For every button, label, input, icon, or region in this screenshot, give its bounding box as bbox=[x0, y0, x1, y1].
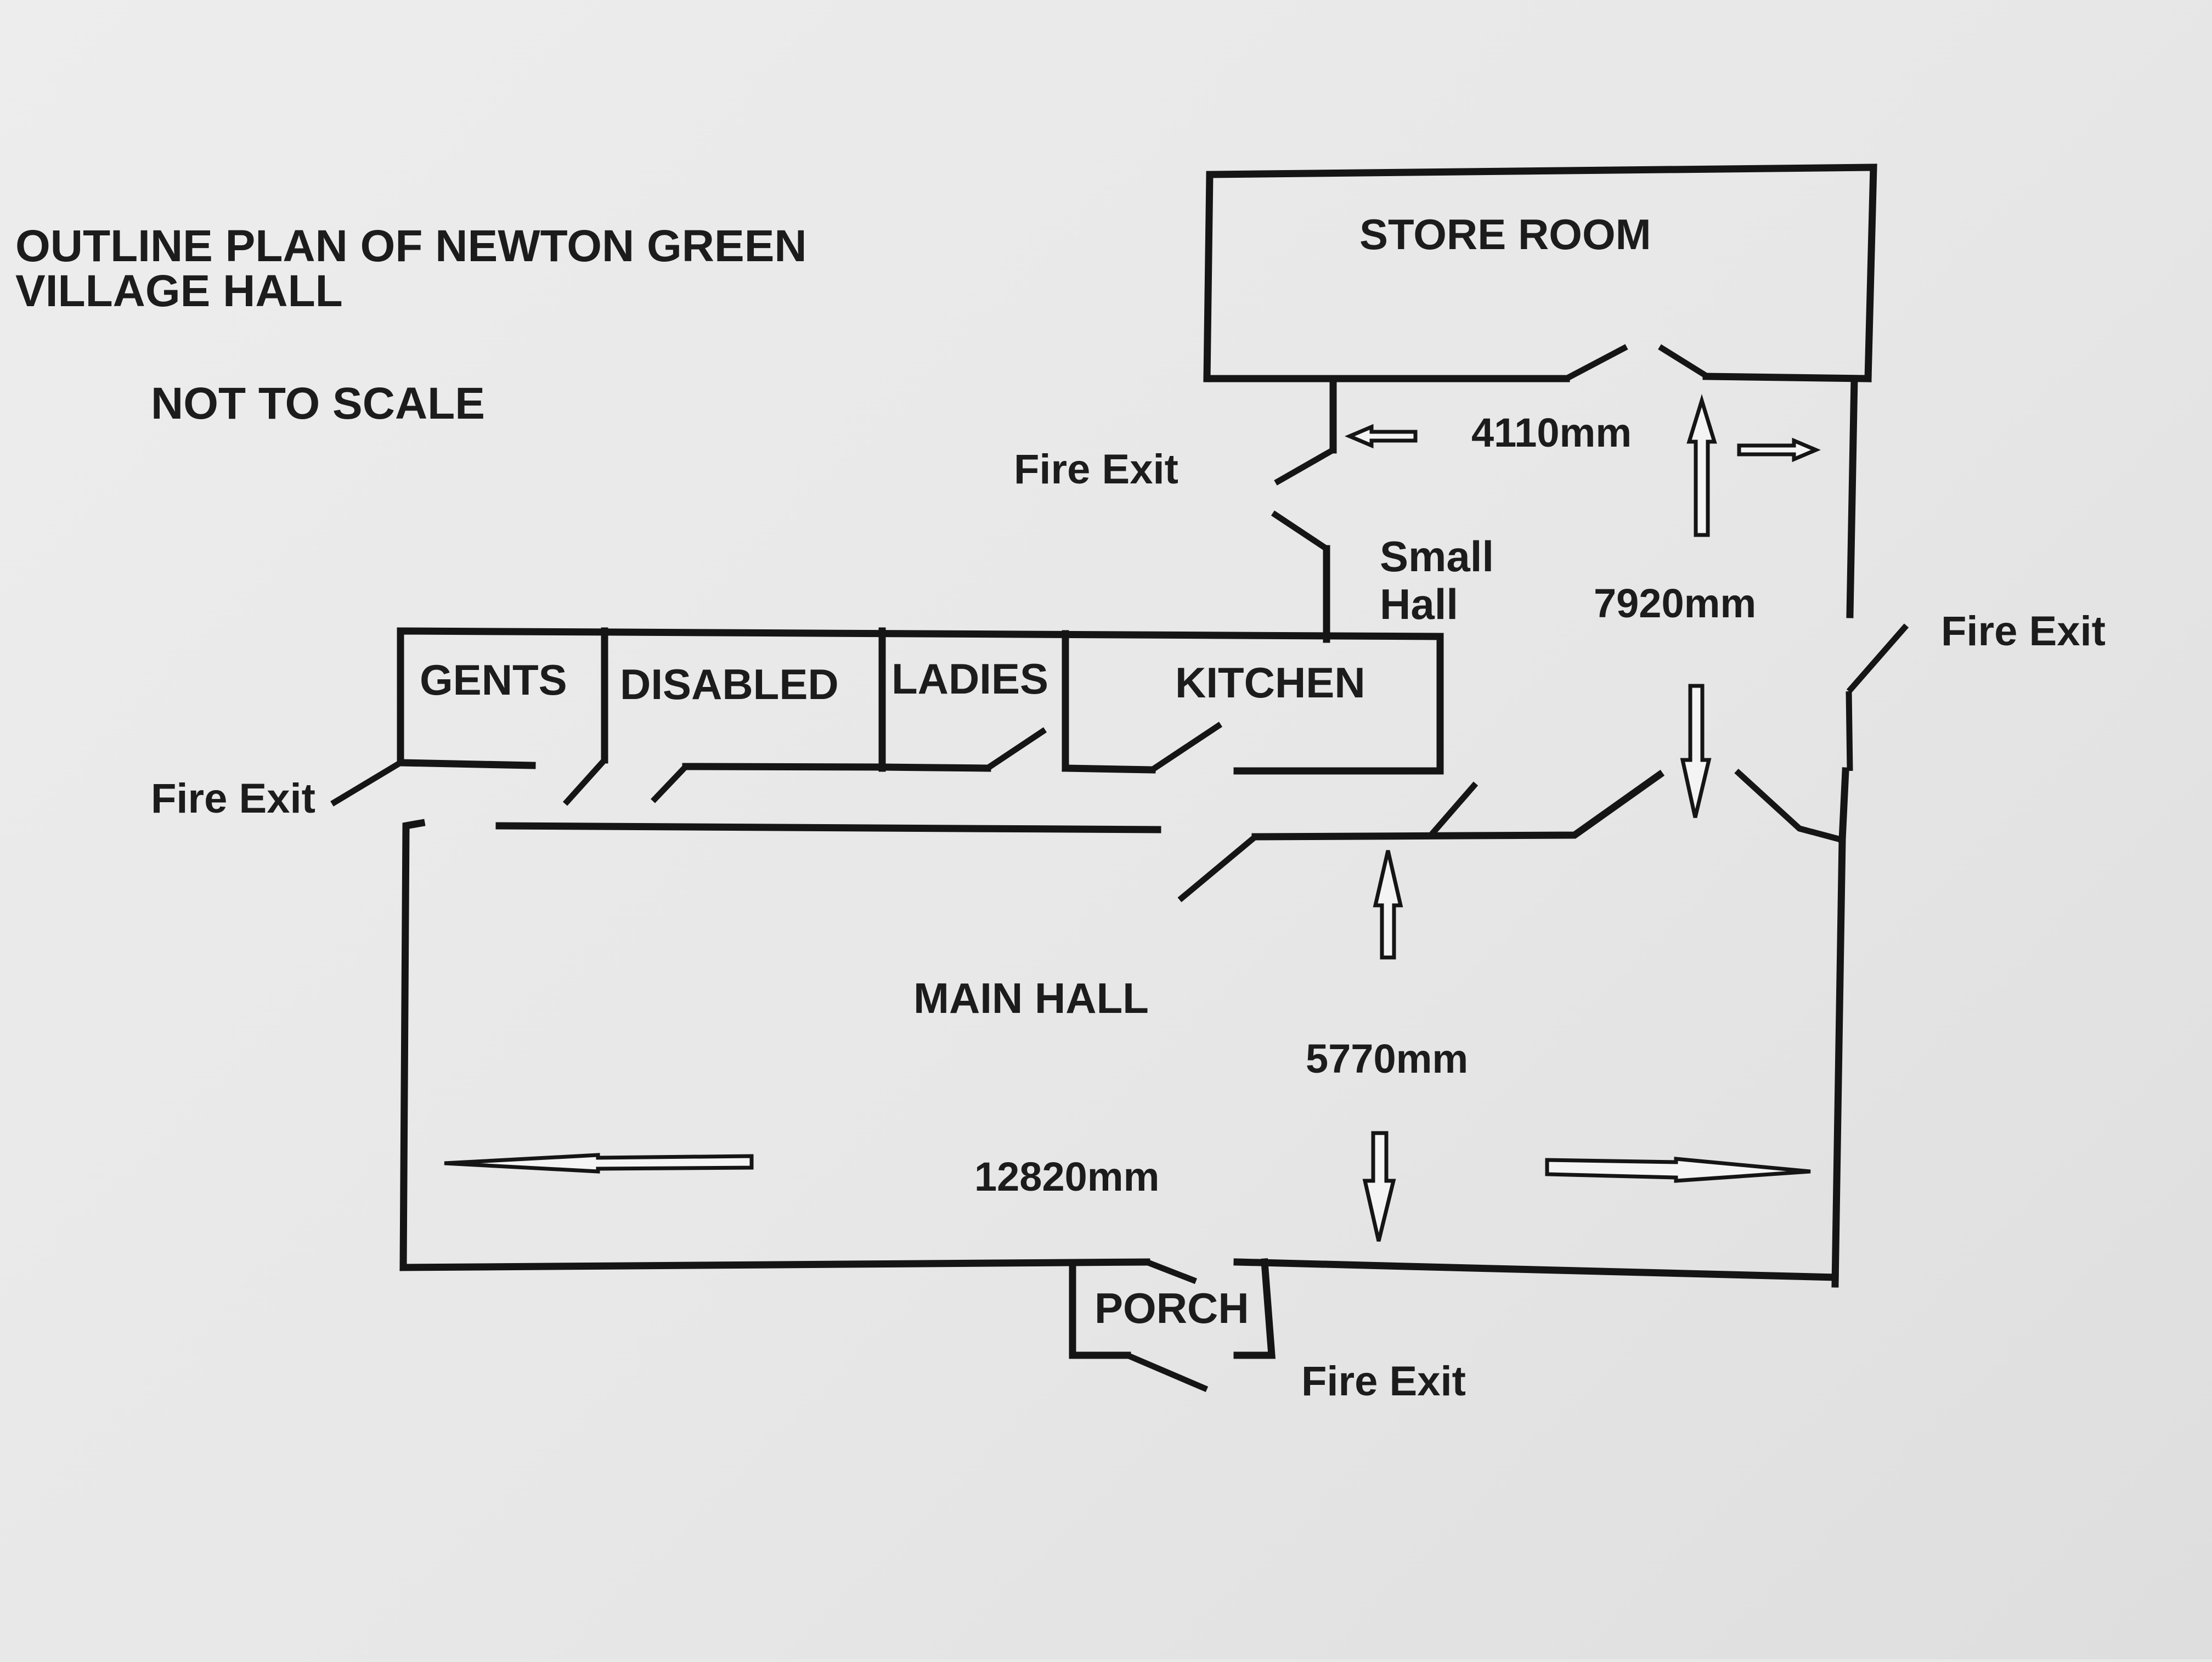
gents-label: GENTS bbox=[420, 656, 567, 704]
not-to-scale-note: NOT TO SCALE bbox=[151, 379, 485, 429]
fire-exit-label-small-hall-east: Fire Exit bbox=[1941, 608, 2106, 655]
plan-title-line1: OUTLINE PLAN OF NEWTON GREEN bbox=[15, 221, 807, 271]
toilet-doors[interactable] bbox=[562, 727, 1047, 806]
dimension-main-hall-depth: 5770mm bbox=[1306, 1036, 1469, 1081]
arrow-12820-left bbox=[444, 1153, 754, 1174]
disabled-label: DISABLED bbox=[620, 660, 839, 708]
dimension-small-hall-width: 4110mm bbox=[1471, 410, 1632, 455]
arrow-4110-left bbox=[1345, 424, 1418, 449]
arrow-12820-right bbox=[1545, 1157, 1811, 1183]
arrow-4110-right bbox=[1737, 437, 1821, 463]
arrow-5770-down bbox=[1362, 1131, 1396, 1242]
corridor-wall bbox=[495, 768, 1842, 843]
porch-label: PORCH bbox=[1094, 1284, 1249, 1332]
fire-exit-label-porch: Fire Exit bbox=[1301, 1358, 1466, 1405]
dimension-main-hall-length: 12820mm bbox=[974, 1154, 1160, 1199]
main-hall-label: MAIN HALL bbox=[913, 974, 1149, 1022]
kitchen-label: KITCHEN bbox=[1175, 658, 1365, 707]
porch-walls bbox=[1069, 1258, 1276, 1359]
plan-title-line2: VILLAGE HALL bbox=[15, 266, 343, 316]
store-room-walls bbox=[1203, 164, 1877, 382]
store-room-double-door[interactable] bbox=[1565, 344, 1711, 381]
small-hall-label-line2: Hall bbox=[1380, 580, 1459, 628]
toilet-kitchen-block-walls bbox=[397, 627, 1444, 775]
dimension-small-hall-length: 7920mm bbox=[1594, 581, 1757, 626]
ladies-label: LADIES bbox=[891, 655, 1049, 703]
main-hall-walls bbox=[399, 819, 1846, 1288]
small-hall-label-line1: Small bbox=[1380, 532, 1494, 581]
arrow-7920-up bbox=[1686, 394, 1717, 537]
arrow-7920-down bbox=[1680, 684, 1712, 818]
store-room-label: STORE ROOM bbox=[1359, 210, 1651, 258]
fire-exit-label-small-hall-west: Fire Exit bbox=[1014, 446, 1178, 493]
kitchen-door[interactable] bbox=[1150, 722, 1223, 773]
main-hall-door[interactable] bbox=[1177, 834, 1257, 903]
fire-exit-label-gents: Fire Exit bbox=[151, 775, 315, 822]
porch-fire-exit-door[interactable] bbox=[1126, 1259, 1209, 1393]
small-hall-east-fire-exit-door[interactable] bbox=[1846, 623, 1909, 771]
arrow-5770-up bbox=[1373, 850, 1403, 960]
gents-fire-exit-door[interactable] bbox=[330, 760, 402, 807]
small-hall-west-fire-exit-door[interactable] bbox=[1271, 447, 1335, 551]
small-hall-walls bbox=[1323, 375, 1858, 843]
